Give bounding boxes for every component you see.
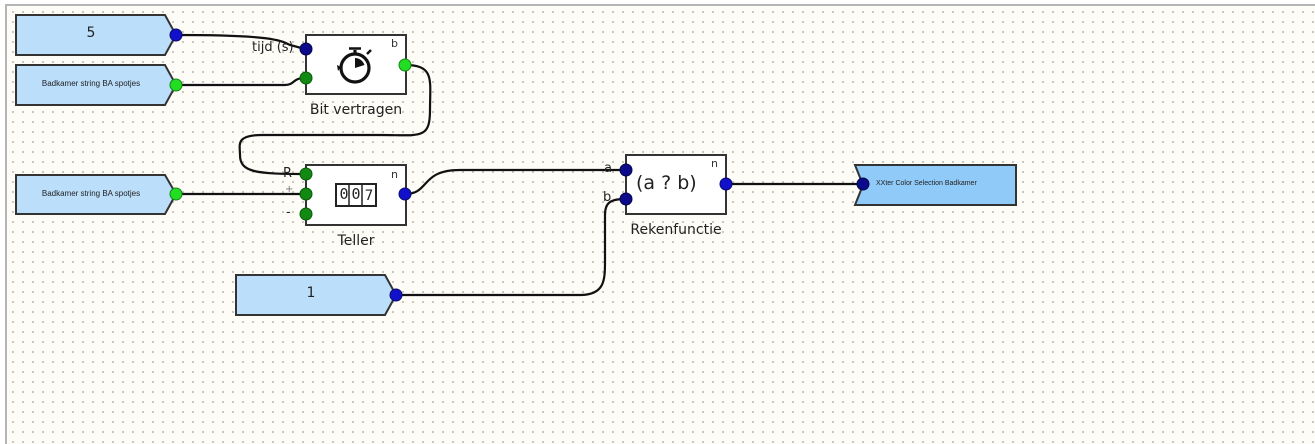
input-node-badkamer-2[interactable] (15, 174, 183, 215)
port-label-b: b (603, 190, 612, 205)
wire-5-to-tijd[interactable] (175, 33, 306, 51)
input-port[interactable] (856, 177, 870, 191)
output-port[interactable] (398, 187, 412, 201)
output-port[interactable] (398, 58, 412, 72)
block-rekenfunctie[interactable] (619, 154, 733, 215)
input-node-badkamer-1[interactable] (15, 64, 183, 106)
stopwatch-icon (337, 47, 372, 84)
wire-1-to-b[interactable] (395, 197, 626, 297)
output-port[interactable] (169, 187, 183, 201)
block-type-indicator: b (391, 37, 398, 50)
output-port[interactable] (389, 288, 403, 302)
block-title-teller: Teller (337, 233, 375, 249)
input-label-badkamer-1: Badkamer string BA spotjes (41, 79, 141, 88)
expression-label: (a ? b) (636, 172, 697, 194)
input-port-a[interactable] (619, 163, 633, 177)
port-label-plus: + (285, 184, 294, 195)
counter-digit: 0 (351, 185, 361, 203)
port-label-tijd: tijd (s) (252, 40, 294, 55)
wire-badkamer-to-bitvertragen[interactable] (176, 76, 306, 87)
block-title-rekenfunctie: Rekenfunctie (630, 222, 722, 238)
port-label-R: R (283, 166, 293, 181)
output-port[interactable] (169, 28, 183, 42)
input-label-1: 1 (306, 285, 316, 301)
wire-teller-to-a[interactable] (404, 168, 625, 196)
input-port-R[interactable] (299, 167, 313, 181)
block-title-bit-vertragen: Bit vertragen (309, 102, 403, 118)
port-label-a: a (604, 161, 612, 176)
input-port-plus[interactable] (299, 187, 313, 201)
block-teller[interactable] (299, 164, 412, 226)
output-label-xxter: XXter Color Selection Badkamer (876, 180, 977, 187)
wire-bitvertragen-to-R[interactable] (238, 63, 432, 176)
input-port-minus[interactable] (299, 207, 313, 221)
output-node-xxter[interactable] (853, 164, 1017, 206)
block-type-indicator: n (391, 168, 398, 181)
block-type-indicator: n (711, 157, 718, 170)
output-port[interactable] (719, 177, 733, 191)
input-label-5: 5 (86, 25, 96, 41)
counter-digit: 0 (339, 185, 349, 203)
counter-digit: 7 (364, 188, 374, 204)
counter-icon (335, 183, 377, 207)
input-node-1[interactable] (235, 274, 403, 316)
input-port-bit[interactable] (299, 71, 313, 85)
block-bit-vertragen[interactable] (299, 34, 412, 95)
input-label-badkamer-2: Badkamer string BA spotjes (41, 189, 141, 198)
input-node-5[interactable] (15, 14, 183, 56)
output-port[interactable] (169, 78, 183, 92)
logic-canvas[interactable] (5, 4, 1315, 444)
input-port-b[interactable] (619, 192, 633, 206)
input-port-tijd[interactable] (299, 42, 313, 56)
port-label-minus: - (286, 205, 291, 220)
